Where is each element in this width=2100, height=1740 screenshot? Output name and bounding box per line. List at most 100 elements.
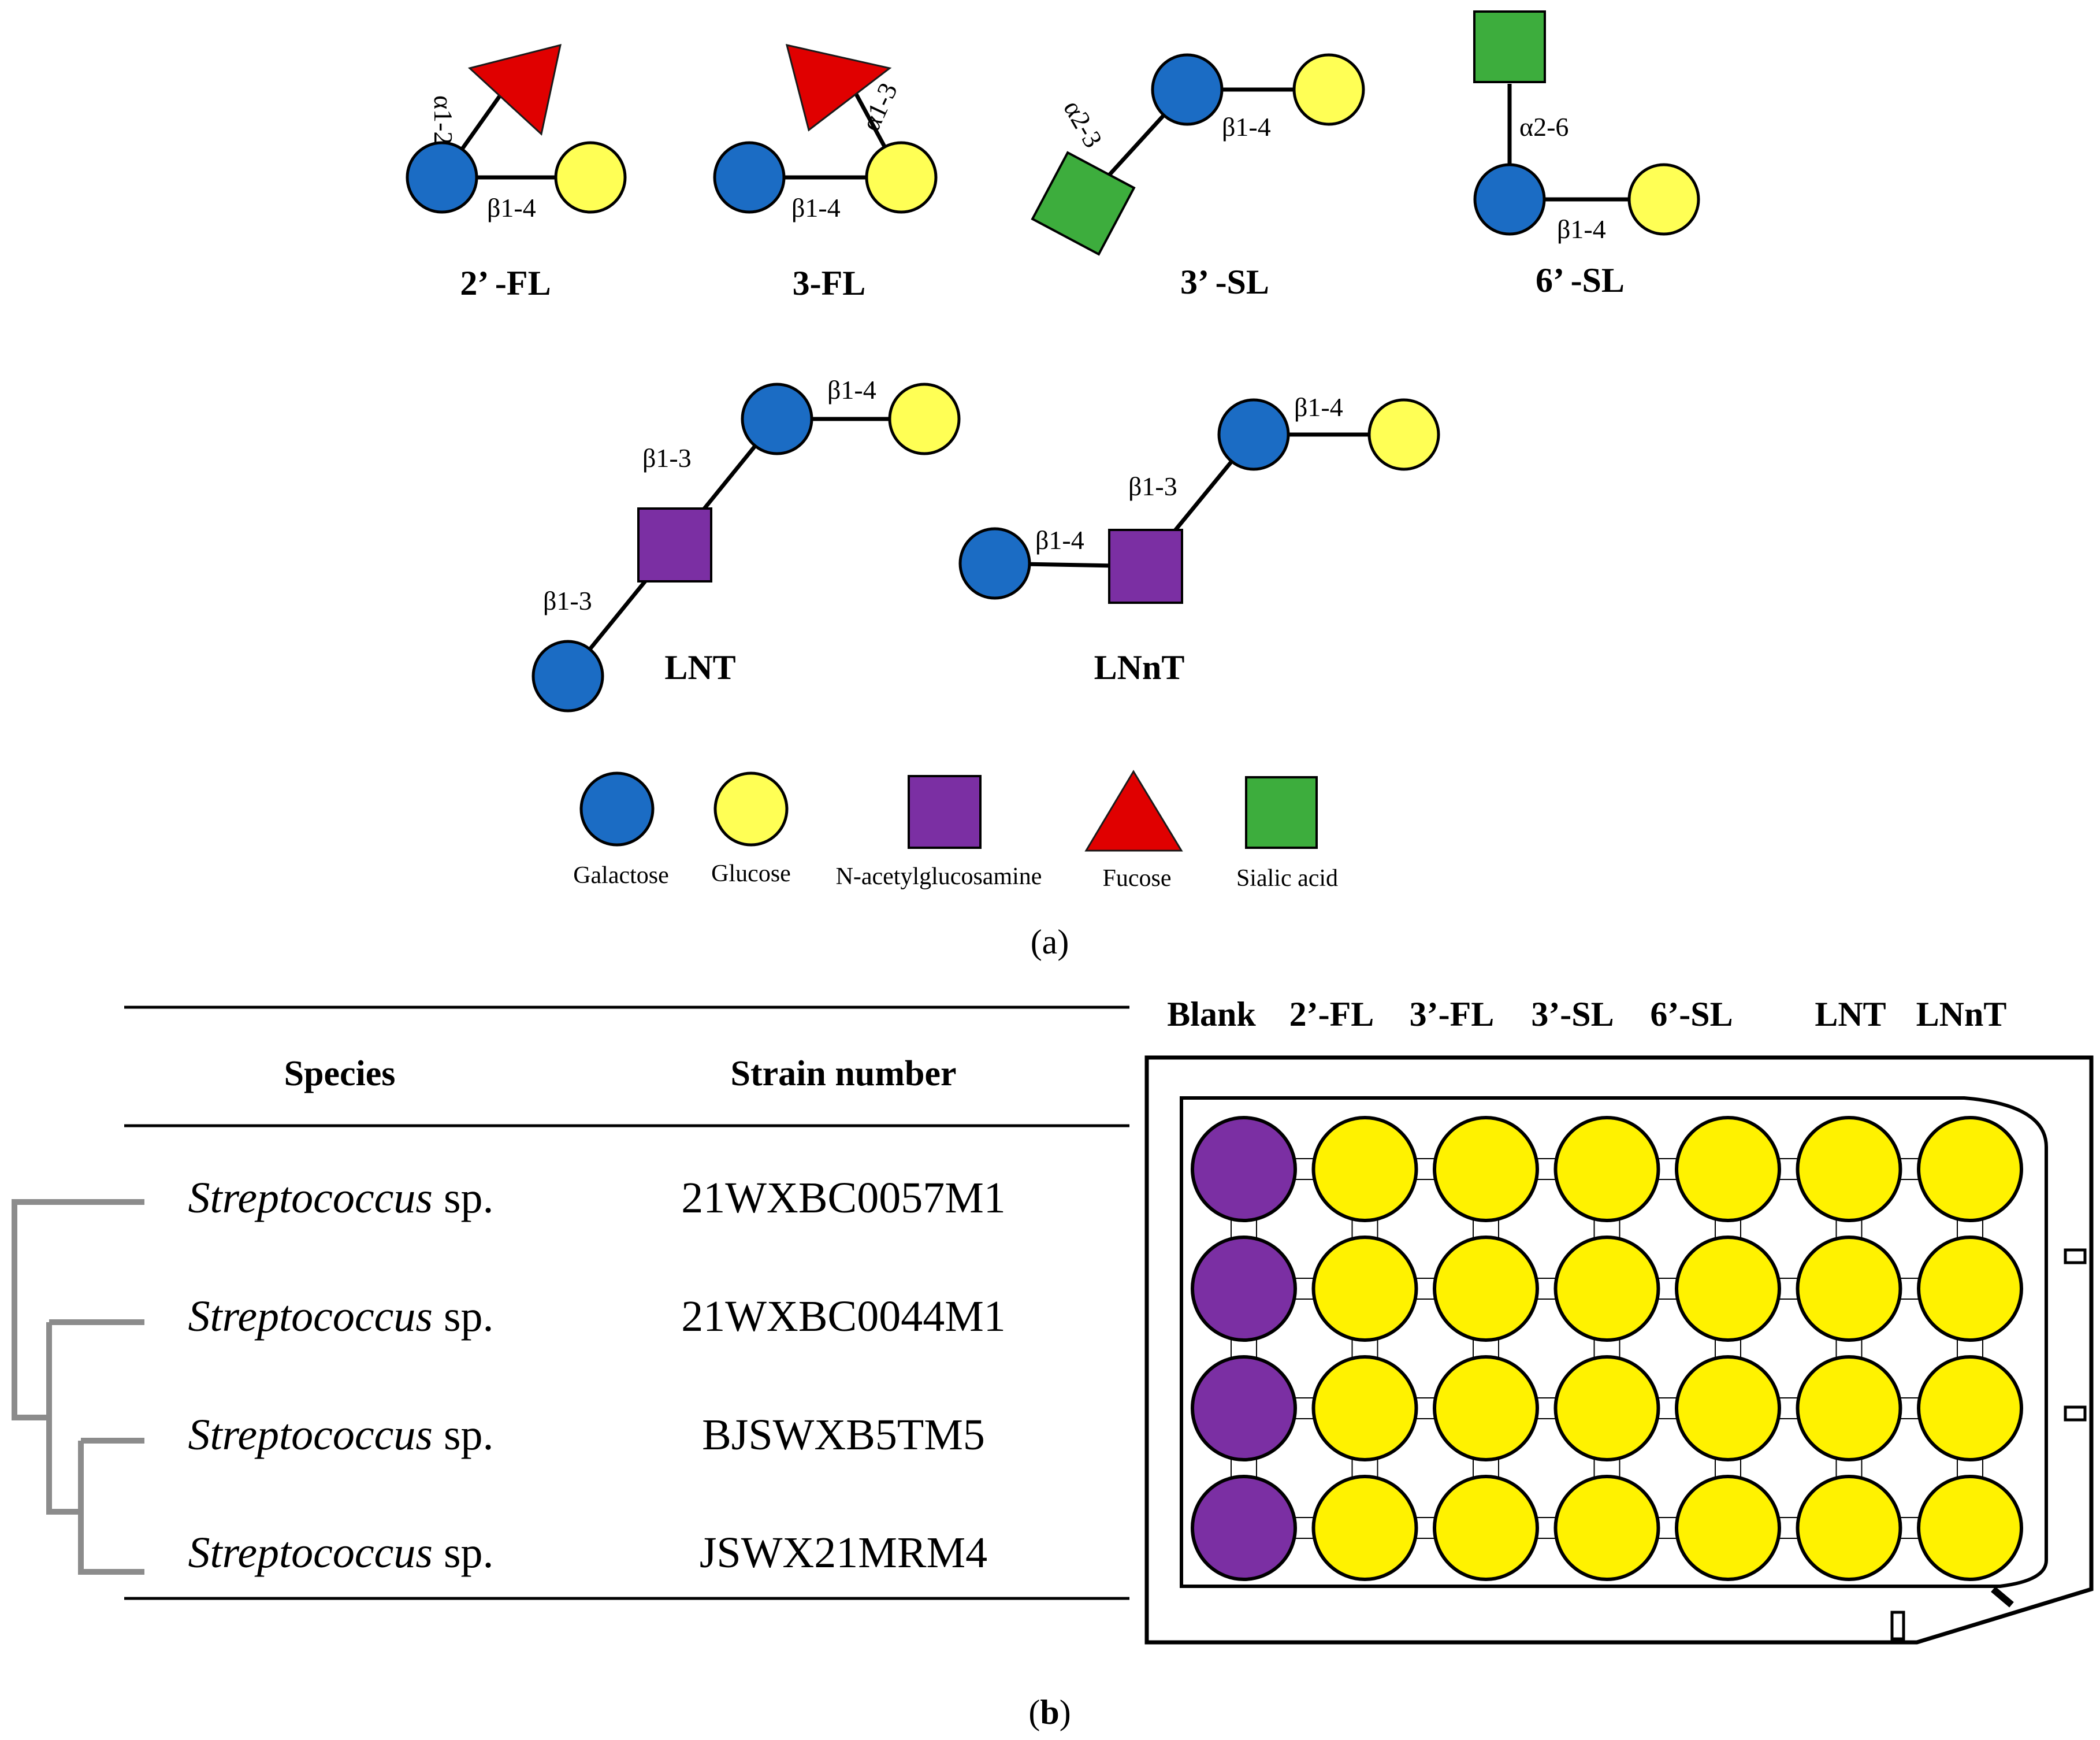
strain-cell: 21WXBC0057M1 [681,1174,1006,1222]
column-label: Blank [1167,995,1256,1033]
link-label: β1-4 [1557,214,1606,244]
glucose-icon [888,383,961,455]
galactose-icon [1473,163,1546,236]
well-sample [1675,1116,1781,1222]
well-sample [1675,1236,1781,1342]
species-suffix: sp. [433,1174,494,1222]
plate-notch [1991,1586,2014,1608]
column-label: 6’-SL [1650,995,1733,1033]
structure-name: 3-FL [793,264,866,302]
table-row: Streptococcus sp. BJSWXB5TM5 [188,1411,984,1459]
structure-6sl: α2-6 β1-4 6’ -SL [1473,10,1700,299]
sialic-acid-icon [1473,10,1546,83]
link-label: β1-3 [1128,472,1177,501]
well-sample [1433,1236,1539,1342]
table-header-strain: Strain number [731,1054,957,1093]
legend-label: Glucose [711,860,791,887]
well-sample [1796,1116,1902,1222]
well-sample [1917,1236,2023,1342]
glcnac-icon [1108,529,1183,604]
well-sample [1553,1355,1660,1461]
species-cell: Streptococcus sp. [188,1528,493,1577]
fucose-icon [467,43,562,136]
plate-tab [1890,1611,1905,1641]
well-sample [1553,1475,1660,1581]
well-sample [1675,1475,1781,1581]
column-label: LNnT [1916,995,2007,1033]
well-sample [1796,1355,1902,1461]
galactose-icon [406,141,478,214]
well-sample [1433,1475,1539,1581]
structure-name: LNT [664,648,735,687]
legend-sialic-acid-icon [1245,776,1318,849]
structure-lnnt: β1-4 β1-3 β1-4 LNnT [958,392,1440,687]
galactose-icon [1151,53,1224,126]
column-label: 3’-SL [1531,995,1614,1033]
well-sample [1553,1236,1660,1342]
legend-glucose-icon [713,771,789,847]
well-sample [1311,1116,1418,1222]
link-label: β1-4 [487,193,536,222]
structure-3sl: α2-3 β1-4 3’ -SL [1031,53,1365,301]
legend-label: Galactose [573,862,669,889]
well-sample [1311,1475,1418,1581]
strain-cell: BJSWXB5TM5 [702,1411,985,1459]
well-blank [1191,1236,1297,1342]
link-label: α2-3 [1058,95,1108,153]
well-sample [1553,1116,1660,1222]
well-sample [1917,1355,2023,1461]
galactose-icon [1217,398,1290,471]
well-sample [1796,1236,1902,1342]
species-cell: Streptococcus sp. [188,1411,493,1459]
species-cell: Streptococcus sp. [188,1174,493,1222]
column-label: 2’-FL [1289,995,1374,1033]
well-sample [1796,1475,1902,1581]
link-label: α1-2 [429,95,458,144]
monosaccharide-legend: Galactose Glucose N-acetylglucosamine Fu… [573,770,1338,892]
galactose-icon [531,640,604,713]
glucose-icon [554,141,627,214]
column-label: LNT [1815,995,1886,1033]
column-label: 3’-FL [1410,995,1495,1033]
plate-column-labels: Blank 2’-FL 3’-FL 3’-SL 6’-SL LNT LNnT [1167,995,2006,1033]
link-label: β1-4 [791,193,841,222]
table-row: Streptococcus sp. 21WXBC0044M1 [188,1292,1005,1341]
genus-text: Streptococcus [188,1174,433,1222]
link-label: β1-4 [1035,525,1084,555]
link-label: β1-3 [543,586,592,615]
genus-text: Streptococcus [188,1292,433,1341]
well-blank [1191,1355,1297,1461]
galactose-icon [713,141,786,214]
phylogenetic-tree [12,1199,144,1575]
well-sample [1917,1475,2023,1581]
link-label: β1-4 [827,375,876,405]
plate-wells [1191,1116,2023,1581]
strain-cell: 21WXBC0044M1 [681,1292,1006,1341]
legend-label: Sialic acid [1236,865,1338,892]
plate-inner-frame [1180,1096,2048,1588]
fucose-icon [785,43,892,132]
glcnac-icon [637,507,712,583]
structure-name: LNnT [1094,648,1185,687]
sialic-acid-icon [1031,151,1136,256]
legend-glcnac-icon [908,775,982,849]
legend-galactose-icon [579,771,655,847]
link-label: α2-6 [1519,112,1569,142]
table-row: Streptococcus sp. JSWX21MRM4 [188,1528,987,1577]
well-sample [1917,1116,2023,1222]
galactose-icon [958,527,1031,600]
link-label: β1-4 [1222,112,1271,142]
well-sample [1311,1236,1418,1342]
glucose-icon [1367,398,1440,471]
glucose-icon [1292,53,1365,126]
table-header-species: Species [284,1054,396,1093]
panel-b-letter: b [1040,1693,1059,1731]
well-sample [1311,1355,1418,1461]
genus-text: Streptococcus [188,1411,433,1459]
legend-label: Fucose [1103,865,1172,892]
structure-3fl: α1-3 β1-4 3-FL [713,43,938,302]
glucose-icon [1627,163,1700,236]
well-sample [1433,1116,1539,1222]
species-suffix: sp. [433,1411,494,1459]
